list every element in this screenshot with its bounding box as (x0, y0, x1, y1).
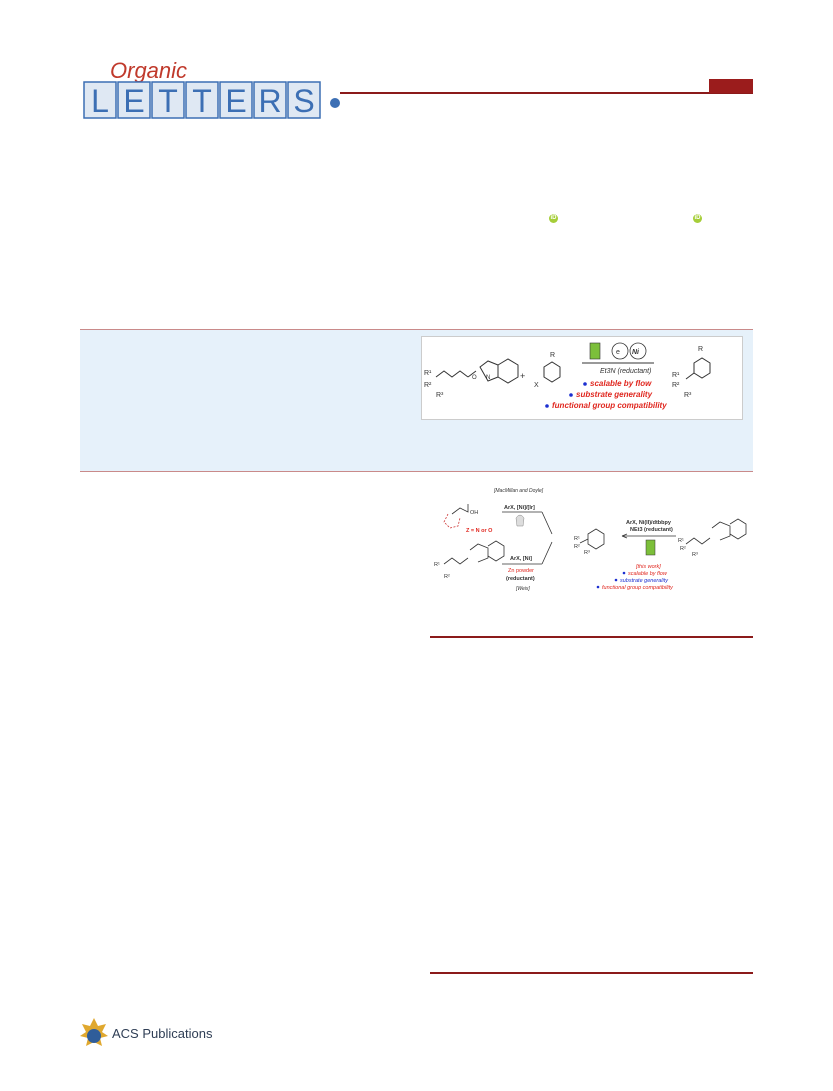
footnote-rule (430, 972, 753, 974)
header-rule (340, 92, 753, 94)
svg-text:R²: R² (672, 382, 680, 389)
svg-text:R¹: R¹ (574, 536, 580, 542)
svg-text:ArX, [Ni]: ArX, [Ni] (510, 556, 532, 562)
scheme-graphic: [MacMillan and Doyle] ArX, [Ni]/[Ir] OH … (430, 484, 752, 602)
svg-text:R¹: R¹ (424, 370, 432, 377)
svg-text:functional group compatibility: functional group compatibility (602, 585, 674, 591)
svg-text:OH: OH (470, 510, 478, 516)
orcid-icon[interactable]: iD (549, 214, 558, 223)
logo-script: Organic (110, 58, 187, 83)
svg-text:NEt3 (reductant): NEt3 (reductant) (630, 527, 673, 533)
svg-text:Z = N or O: Z = N or O (466, 528, 493, 534)
svg-text:substrate generality: substrate generality (620, 578, 669, 584)
svg-text:R³: R³ (684, 392, 692, 399)
svg-text:R²: R² (680, 546, 686, 552)
logo-letter: L (91, 83, 109, 119)
svg-text:N: N (486, 375, 490, 381)
logo-letter: R (258, 83, 281, 119)
svg-text:R¹: R¹ (678, 538, 684, 544)
svg-text:[Weix]: [Weix] (515, 586, 530, 592)
svg-text:R²: R² (574, 544, 580, 550)
orcid-icon[interactable]: iD (693, 214, 702, 223)
publisher-name: ACS Publications (112, 1026, 213, 1041)
svg-text:Ni: Ni (632, 349, 640, 356)
logo-letter: E (225, 83, 246, 119)
logo-letter-box (83, 81, 117, 119)
svg-text:R³: R³ (436, 392, 444, 399)
svg-text:[this work]: [this work] (635, 564, 661, 570)
svg-text:scalable by flow: scalable by flow (628, 571, 668, 577)
logo-letter-box (219, 81, 253, 119)
svg-text:X: X (534, 382, 539, 389)
svg-text:R³: R³ (692, 552, 698, 558)
svg-text:O: O (472, 375, 477, 381)
svg-text:e: e (616, 349, 620, 356)
logo-letter: E (123, 83, 144, 119)
logo-letter-box (185, 81, 219, 119)
svg-text:R²: R² (444, 574, 450, 580)
toc-graphic: R¹ R² R³ O N + R X e Ni Et3N (reductant)… (421, 336, 743, 420)
svg-text:R: R (698, 346, 703, 353)
svg-text:R¹: R¹ (434, 562, 440, 568)
svg-text:Zn powder: Zn powder (508, 568, 534, 574)
svg-text:R²: R² (424, 382, 432, 389)
logo-letter: T (192, 83, 212, 119)
svg-text:+: + (520, 371, 525, 381)
toc-bullet: substrate generality (576, 390, 653, 399)
logo-letter-box (117, 81, 151, 119)
header-tab (709, 79, 753, 93)
toc-bullet: scalable by flow (590, 379, 652, 388)
section-rule (430, 636, 753, 638)
acs-publications-logo[interactable]: ACS Publications (78, 1016, 218, 1050)
logo-letter: T (158, 83, 178, 119)
svg-text:R: R (550, 352, 555, 359)
svg-text:ArX, Ni(II)/dtbbpy: ArX, Ni(II)/dtbbpy (626, 520, 672, 526)
svg-text:[MacMillan and Doyle]: [MacMillan and Doyle] (493, 488, 544, 494)
toc-bullet: functional group compatibility (552, 401, 667, 410)
svg-text:R³: R³ (584, 550, 590, 556)
logo-letter-box (287, 81, 321, 119)
logo-letter-box (151, 81, 185, 119)
svg-text:(reductant): (reductant) (506, 576, 535, 582)
logo-letter-box (253, 81, 287, 119)
svg-text:Et3N (reductant): Et3N (reductant) (600, 368, 651, 375)
svg-text:ArX, [Ni]/[Ir]: ArX, [Ni]/[Ir] (504, 505, 535, 511)
svg-text:R¹: R¹ (672, 372, 680, 379)
logo-letter: S (293, 83, 314, 119)
